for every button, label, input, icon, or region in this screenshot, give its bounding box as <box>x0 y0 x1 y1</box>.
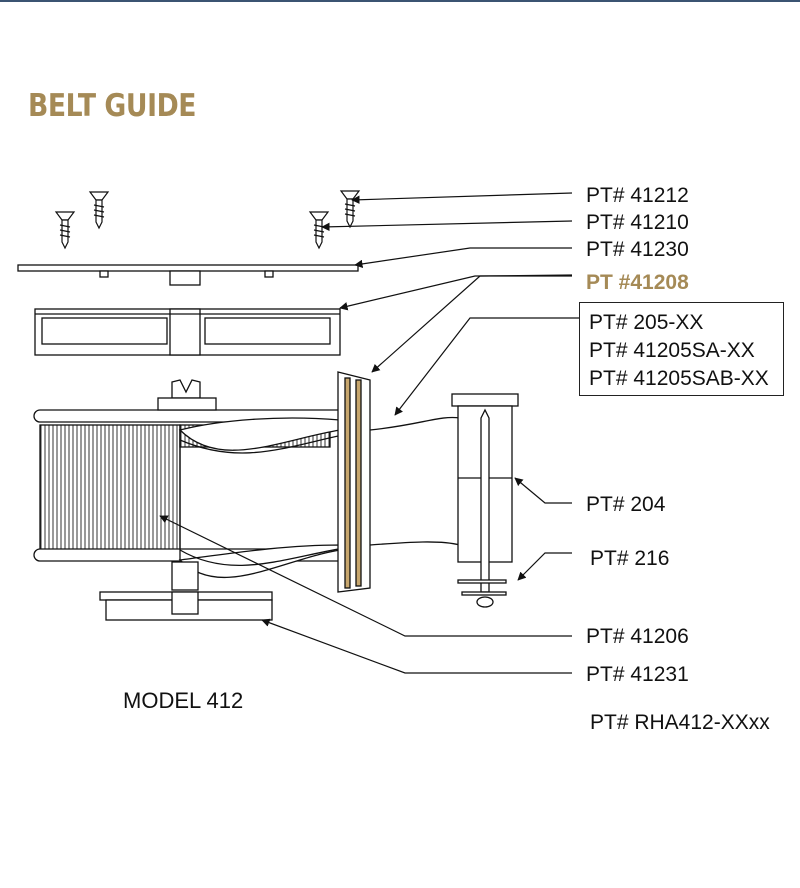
label-pt-205: PT# 205-XX <box>589 311 704 334</box>
label-pt-41231: PT# 41231 <box>586 663 689 686</box>
label-pt-41210: PT# 41210 <box>586 211 689 234</box>
housing <box>451 393 519 608</box>
label-pt-204: PT# 204 <box>586 493 666 516</box>
model-label: MODEL 412 <box>123 688 244 713</box>
label-pt-41230: PT# 41230 <box>586 238 689 261</box>
label-pt-41205sab: PT# 41205SAB-XX <box>589 367 769 390</box>
screw-2 <box>54 211 76 250</box>
guide-bracket <box>34 308 341 356</box>
screw-1 <box>88 191 110 230</box>
label-pt-41208: PT #41208 <box>586 271 689 294</box>
leader-lines <box>159 192 579 674</box>
screw-4 <box>308 211 330 250</box>
label-pt-41205sa: PT# 41205SA-XX <box>589 339 755 362</box>
label-pt-41206: PT# 41206 <box>586 625 689 648</box>
base-plate <box>99 591 273 621</box>
label-pt-216: PT# 216 <box>590 547 670 570</box>
assembly-part-number: PT# RHA412-XXxx <box>590 711 770 734</box>
top-plate <box>17 264 359 286</box>
reel <box>33 379 345 591</box>
belt-guide-plate <box>337 371 371 593</box>
page-title: BELT GUIDE <box>28 88 197 124</box>
screw-group <box>54 190 361 250</box>
variant-parts-box: PT# 205-XX PT# 41205SA-XX PT# 41205SAB-X… <box>579 302 784 396</box>
top-rule <box>0 0 800 2</box>
label-pt-41212: PT# 41212 <box>586 184 689 207</box>
screw-3 <box>339 190 361 229</box>
